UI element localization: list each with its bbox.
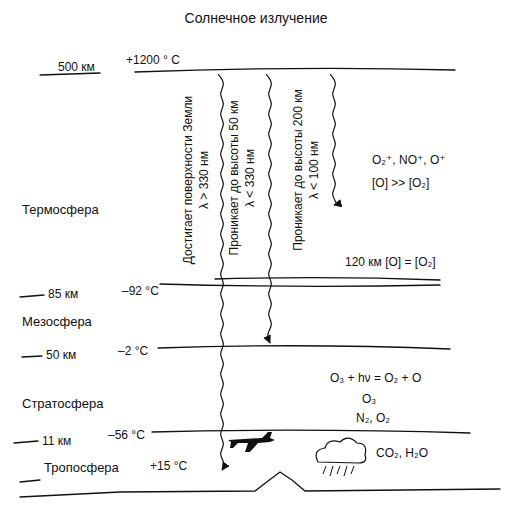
layer-name: Мезосфера xyxy=(22,315,92,329)
layer-boundary xyxy=(135,68,455,72)
annotation: 85 км xyxy=(48,287,78,301)
radiation-ray xyxy=(218,74,224,470)
annotation: O₃ xyxy=(362,392,376,406)
annotation: 120 км [O] = [O₂] xyxy=(345,255,436,269)
level-tick xyxy=(14,441,38,443)
annotation: CO₂, H₂O xyxy=(376,446,428,460)
layer-boundary xyxy=(158,346,450,349)
annotation: –56 °C xyxy=(108,428,145,442)
layer-name: Стратосфера xyxy=(22,397,103,411)
radiation-ray xyxy=(266,74,271,343)
airplane-icon xyxy=(228,432,275,452)
layer-name: Тропосфера xyxy=(44,461,119,475)
level-tick xyxy=(22,356,42,357)
annotation: +15 °C xyxy=(150,459,187,473)
ray-label: Проникает до высоты 200 км xyxy=(291,89,305,250)
ray-label: λ < 330 нм xyxy=(243,149,257,207)
radiation-ray xyxy=(330,74,336,205)
rain-cloud xyxy=(316,438,366,476)
annotation: 50 км xyxy=(46,348,76,362)
ray-label: λ < 100 нм xyxy=(307,141,321,199)
annotation: –2 °C xyxy=(118,344,148,358)
layer-name: Термосфера xyxy=(22,203,99,217)
ray-label: λ > 330 нм xyxy=(197,151,211,209)
annotation: O₂⁺, NO⁺, O⁺ xyxy=(372,153,446,167)
annotation: N₂, O₂ xyxy=(356,411,390,425)
layer-boundary xyxy=(160,284,440,286)
layer-boundary xyxy=(215,278,440,280)
level-tick xyxy=(20,480,40,482)
annotation: +1200 ° C xyxy=(126,53,180,67)
level-tick xyxy=(20,295,44,297)
annotation: [O] >> [O₂] xyxy=(372,176,429,190)
annotation: 11 км xyxy=(42,434,71,448)
ray-label: Достигает поверхности Земли xyxy=(181,96,195,264)
ground-line xyxy=(20,472,500,497)
annotation: O₃ + hν = O₂ + O xyxy=(330,371,421,385)
annotation: –92 °C xyxy=(122,284,159,298)
annotation: 500 км xyxy=(58,60,95,74)
diagram-title: Солнечное излучение xyxy=(185,11,328,25)
ray-label: Проникает до высоты 50 км xyxy=(227,101,241,256)
layer-boundary xyxy=(152,430,470,433)
